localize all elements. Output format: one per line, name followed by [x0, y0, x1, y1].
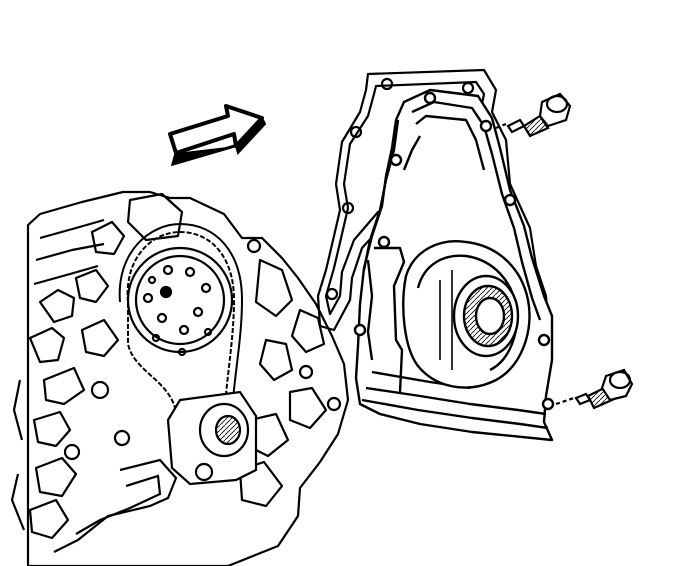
lower-cover-bolt	[555, 368, 634, 410]
crankshaft-front-seal	[402, 240, 531, 389]
crankshaft-nose	[53, 390, 258, 553]
camshaft-sprocket	[126, 246, 234, 357]
direction-arrow-icon	[168, 104, 267, 167]
upper-cover-bolt	[495, 92, 572, 138]
